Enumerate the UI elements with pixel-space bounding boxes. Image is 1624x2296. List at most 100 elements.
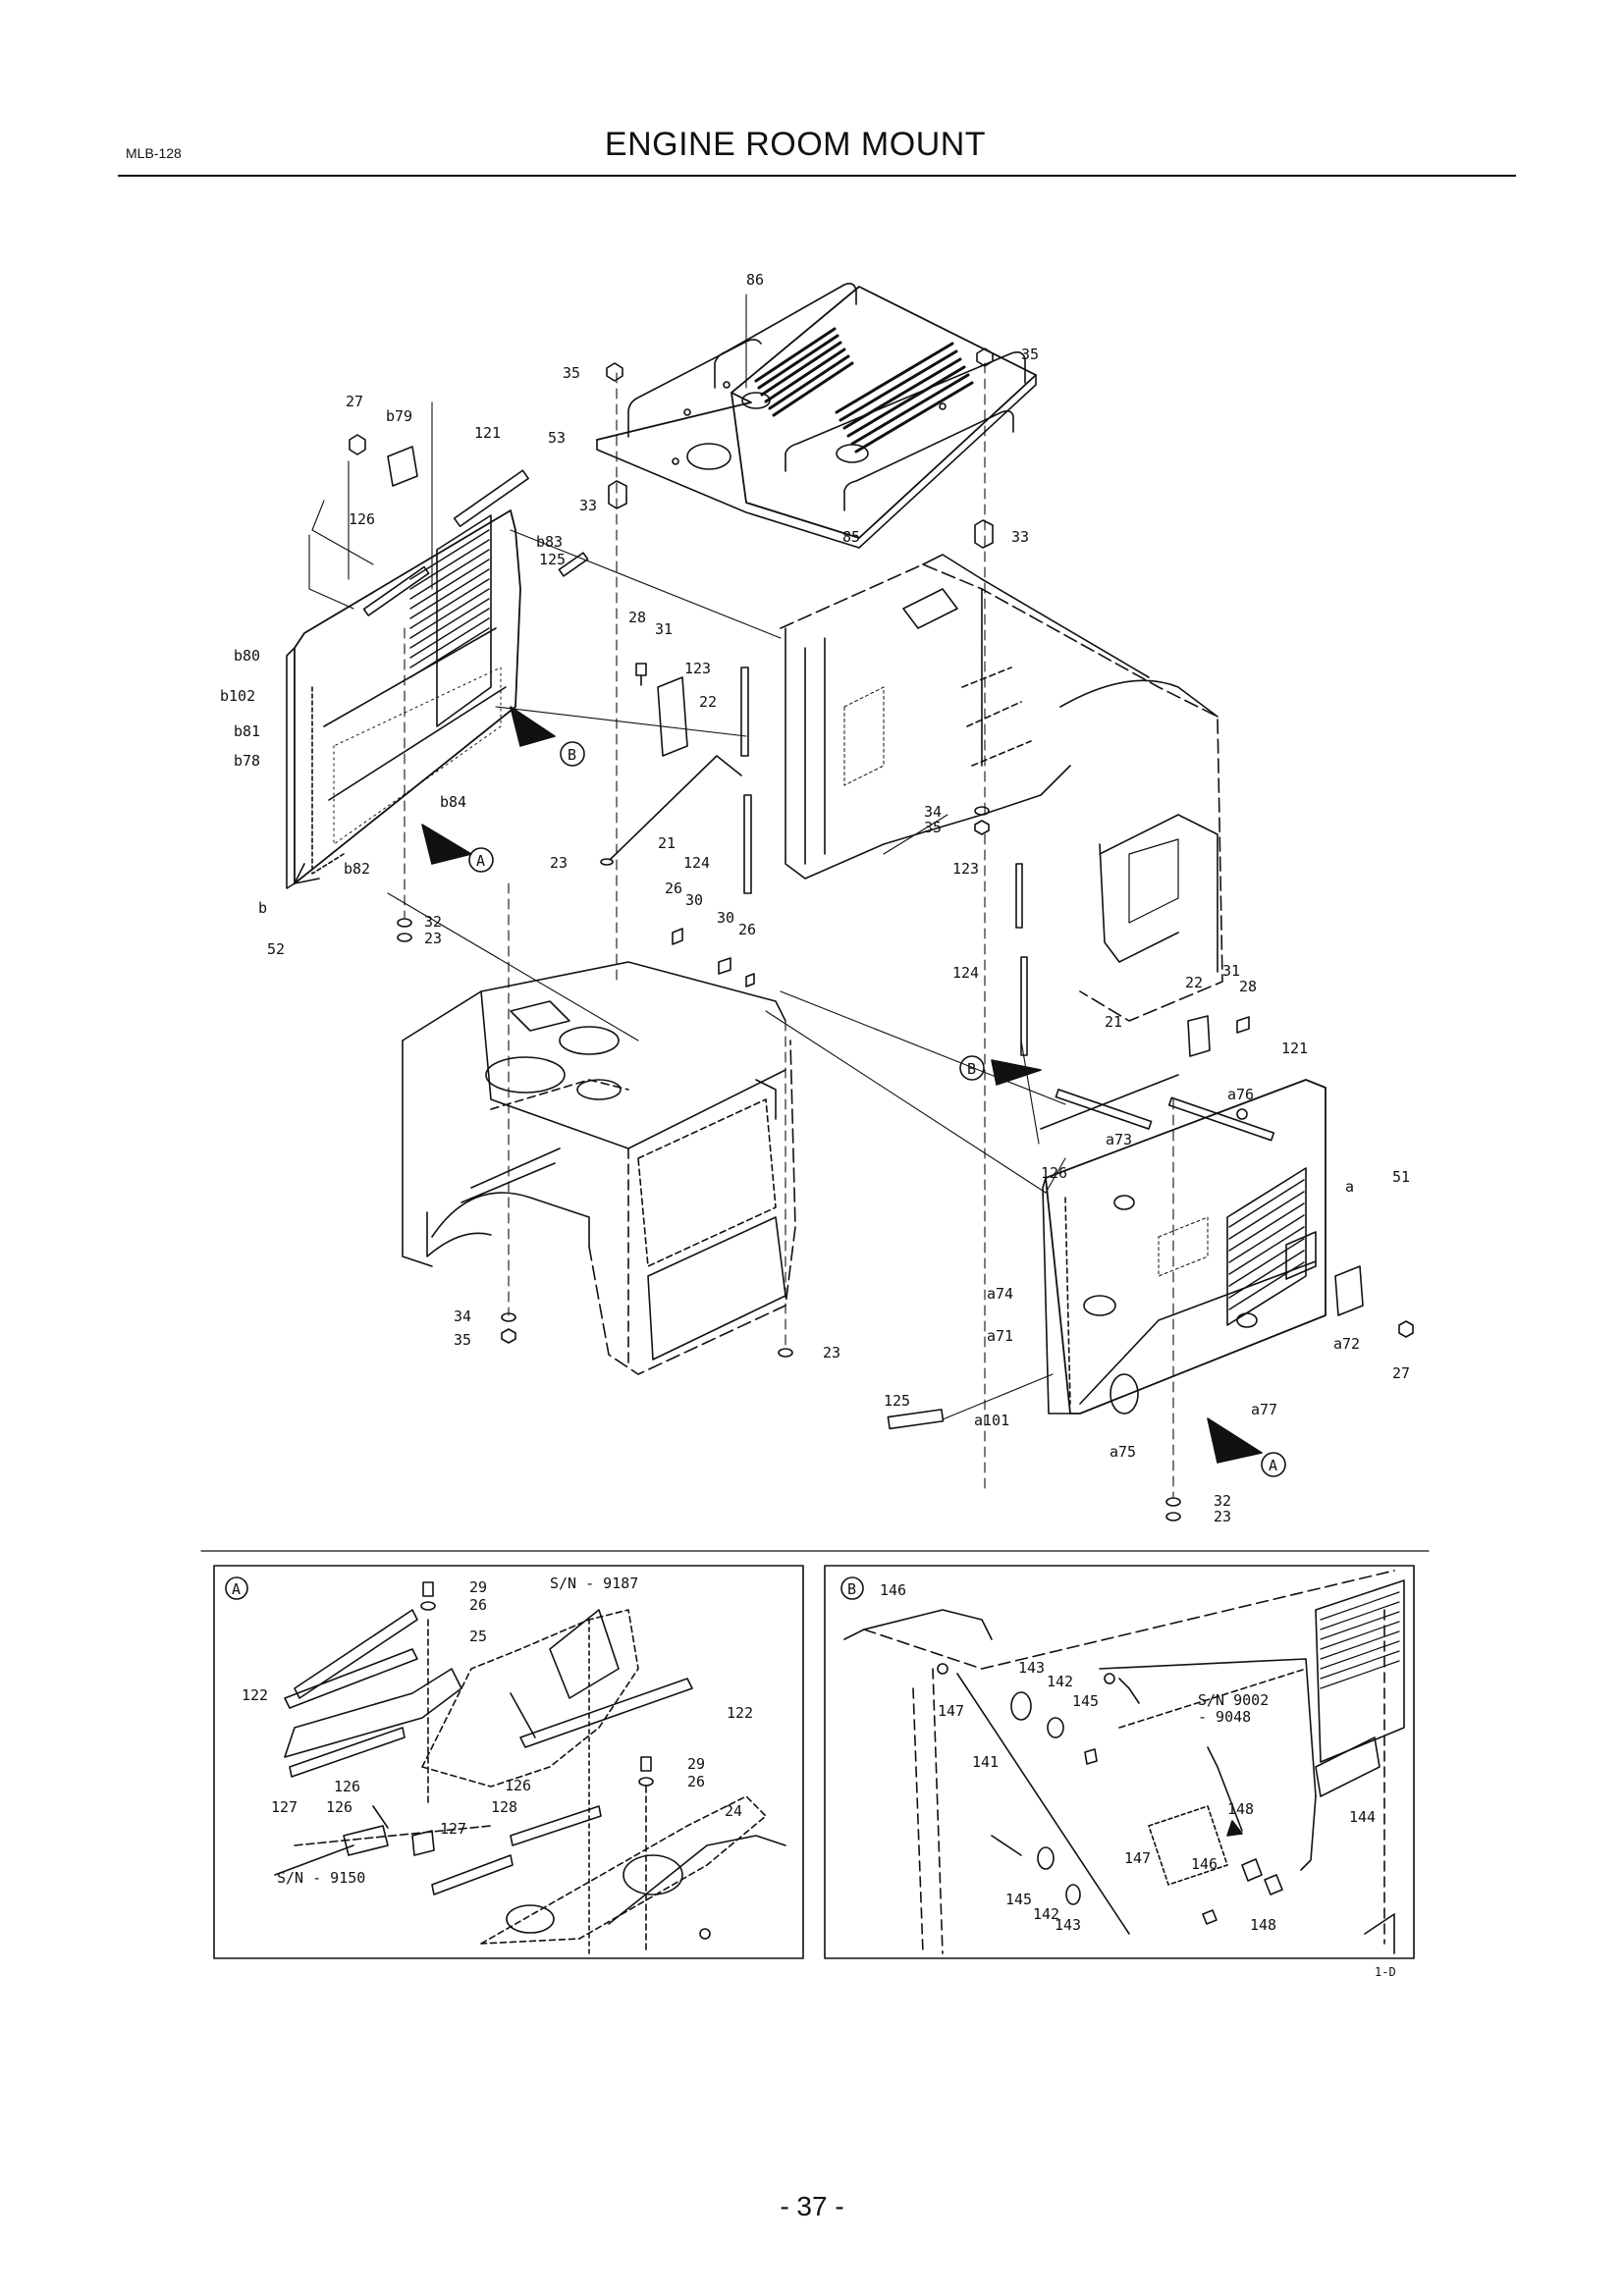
inset-a-marker: A bbox=[232, 1580, 241, 1598]
part-label: 27 bbox=[1392, 1364, 1410, 1382]
part-label: a77 bbox=[1251, 1401, 1277, 1418]
leader-lines bbox=[308, 294, 1174, 1498]
inset-b-frame bbox=[824, 1565, 1415, 1959]
part-label: 146 bbox=[880, 1581, 906, 1599]
part-label: a72 bbox=[1333, 1335, 1360, 1353]
sheet-id: 1-D bbox=[1375, 1965, 1396, 1979]
part-label: 34 bbox=[924, 803, 942, 821]
part-label: 33 bbox=[1011, 528, 1029, 546]
part-label: 52 bbox=[267, 940, 285, 958]
inset-a-drawing bbox=[225, 1576, 786, 1954]
part-label: 126 bbox=[334, 1778, 360, 1795]
part-label: 23 bbox=[823, 1344, 840, 1362]
header-rule bbox=[118, 175, 1516, 177]
part-label: 123 bbox=[684, 660, 711, 677]
part-label: b78 bbox=[234, 752, 260, 770]
part-label: 35 bbox=[1021, 346, 1039, 363]
part-label: 127 bbox=[440, 1820, 466, 1838]
part-label: 125 bbox=[884, 1392, 910, 1410]
part-label: 31 bbox=[1222, 962, 1240, 980]
part-label: 32 bbox=[1214, 1492, 1231, 1510]
inset-b-marker: B bbox=[847, 1580, 856, 1598]
inset-b-drawing bbox=[840, 1570, 1405, 1954]
part-label: 35 bbox=[454, 1331, 471, 1349]
part-label: 124 bbox=[683, 854, 710, 872]
part-label: b80 bbox=[234, 647, 260, 665]
part-label: 125 bbox=[539, 551, 566, 568]
part-label: 148 bbox=[1250, 1916, 1276, 1934]
part-label: b79 bbox=[386, 407, 412, 425]
part-label: 123 bbox=[952, 860, 979, 878]
view-marker-letter: B bbox=[967, 1060, 976, 1078]
part-label: 85 bbox=[842, 528, 860, 546]
part-label: 86 bbox=[746, 271, 764, 289]
part-label: b81 bbox=[234, 722, 260, 740]
small-parts bbox=[349, 347, 1414, 1522]
inset-a-frame bbox=[213, 1565, 804, 1959]
part-label: 31 bbox=[655, 620, 673, 638]
part-label: 29 bbox=[687, 1755, 705, 1773]
part-label: 35 bbox=[563, 364, 580, 382]
part-label: b82 bbox=[344, 860, 370, 878]
part-label: 33 bbox=[579, 497, 597, 514]
part-label: 148 bbox=[1227, 1800, 1254, 1818]
part-label: 142 bbox=[1033, 1905, 1059, 1923]
part-label: 145 bbox=[1005, 1891, 1032, 1908]
part-label: 147 bbox=[1124, 1849, 1151, 1867]
part-label: 26 bbox=[469, 1596, 487, 1614]
part-label: 126 bbox=[505, 1777, 531, 1794]
part-label: 127 bbox=[271, 1798, 298, 1816]
part-label: 122 bbox=[727, 1704, 753, 1722]
part-label: a73 bbox=[1106, 1131, 1132, 1148]
part-label: 121 bbox=[1281, 1040, 1308, 1057]
part-label: 28 bbox=[1239, 978, 1257, 995]
part-label: 146 bbox=[1191, 1855, 1218, 1873]
part-label: 27 bbox=[346, 393, 363, 410]
part-label: 35 bbox=[924, 819, 942, 836]
part-label: 143 bbox=[1018, 1659, 1045, 1677]
part-number-labels: 86 35 35 27 b79 121 53 33 33 85 126 b83 … bbox=[220, 271, 1410, 1934]
view-arrows bbox=[421, 706, 1263, 1464]
part-label: 51 bbox=[1392, 1168, 1410, 1186]
part-label: b102 bbox=[220, 687, 255, 705]
part-label: 26 bbox=[687, 1773, 705, 1790]
inset-b-serial: S/N 9002- 9048 bbox=[1198, 1691, 1269, 1726]
document-code: MLB-128 bbox=[126, 145, 182, 161]
part-label: 30 bbox=[685, 891, 703, 909]
part-label: 126 bbox=[326, 1798, 352, 1816]
part-label: 23 bbox=[1214, 1508, 1231, 1525]
page-number: - 37 - bbox=[780, 2191, 844, 2221]
roof-panel bbox=[596, 283, 1037, 549]
part-label: 23 bbox=[550, 854, 568, 872]
part-label: b84 bbox=[440, 793, 466, 811]
part-label: 143 bbox=[1055, 1916, 1081, 1934]
part-label: 24 bbox=[725, 1802, 742, 1820]
part-label: 142 bbox=[1047, 1673, 1073, 1690]
view-markers bbox=[468, 741, 1286, 1477]
left-side-door bbox=[286, 509, 521, 889]
part-label: 124 bbox=[952, 964, 979, 982]
part-label: 122 bbox=[242, 1686, 268, 1704]
part-label: a101 bbox=[974, 1412, 1009, 1429]
part-label: a bbox=[1345, 1178, 1354, 1196]
inset-a-serial-top: S/N - 9187 bbox=[550, 1575, 638, 1592]
view-marker-letter: A bbox=[476, 852, 485, 870]
part-label: a76 bbox=[1227, 1086, 1254, 1103]
part-label: 29 bbox=[469, 1578, 487, 1596]
part-label: 23 bbox=[424, 930, 442, 947]
part-label: b83 bbox=[536, 533, 563, 551]
part-label: b bbox=[258, 899, 267, 917]
part-label: 141 bbox=[972, 1753, 999, 1771]
part-label: 21 bbox=[658, 834, 676, 852]
part-label: 30 bbox=[717, 909, 734, 927]
part-label: 145 bbox=[1072, 1692, 1099, 1710]
part-label: 126 bbox=[349, 510, 375, 528]
part-label: 22 bbox=[1185, 974, 1203, 991]
part-label: 25 bbox=[469, 1628, 487, 1645]
view-marker-letter: B bbox=[568, 746, 576, 764]
part-label: 126 bbox=[1041, 1164, 1067, 1182]
part-label: 26 bbox=[738, 921, 756, 938]
part-label: 53 bbox=[548, 429, 566, 447]
part-label: 128 bbox=[491, 1798, 517, 1816]
